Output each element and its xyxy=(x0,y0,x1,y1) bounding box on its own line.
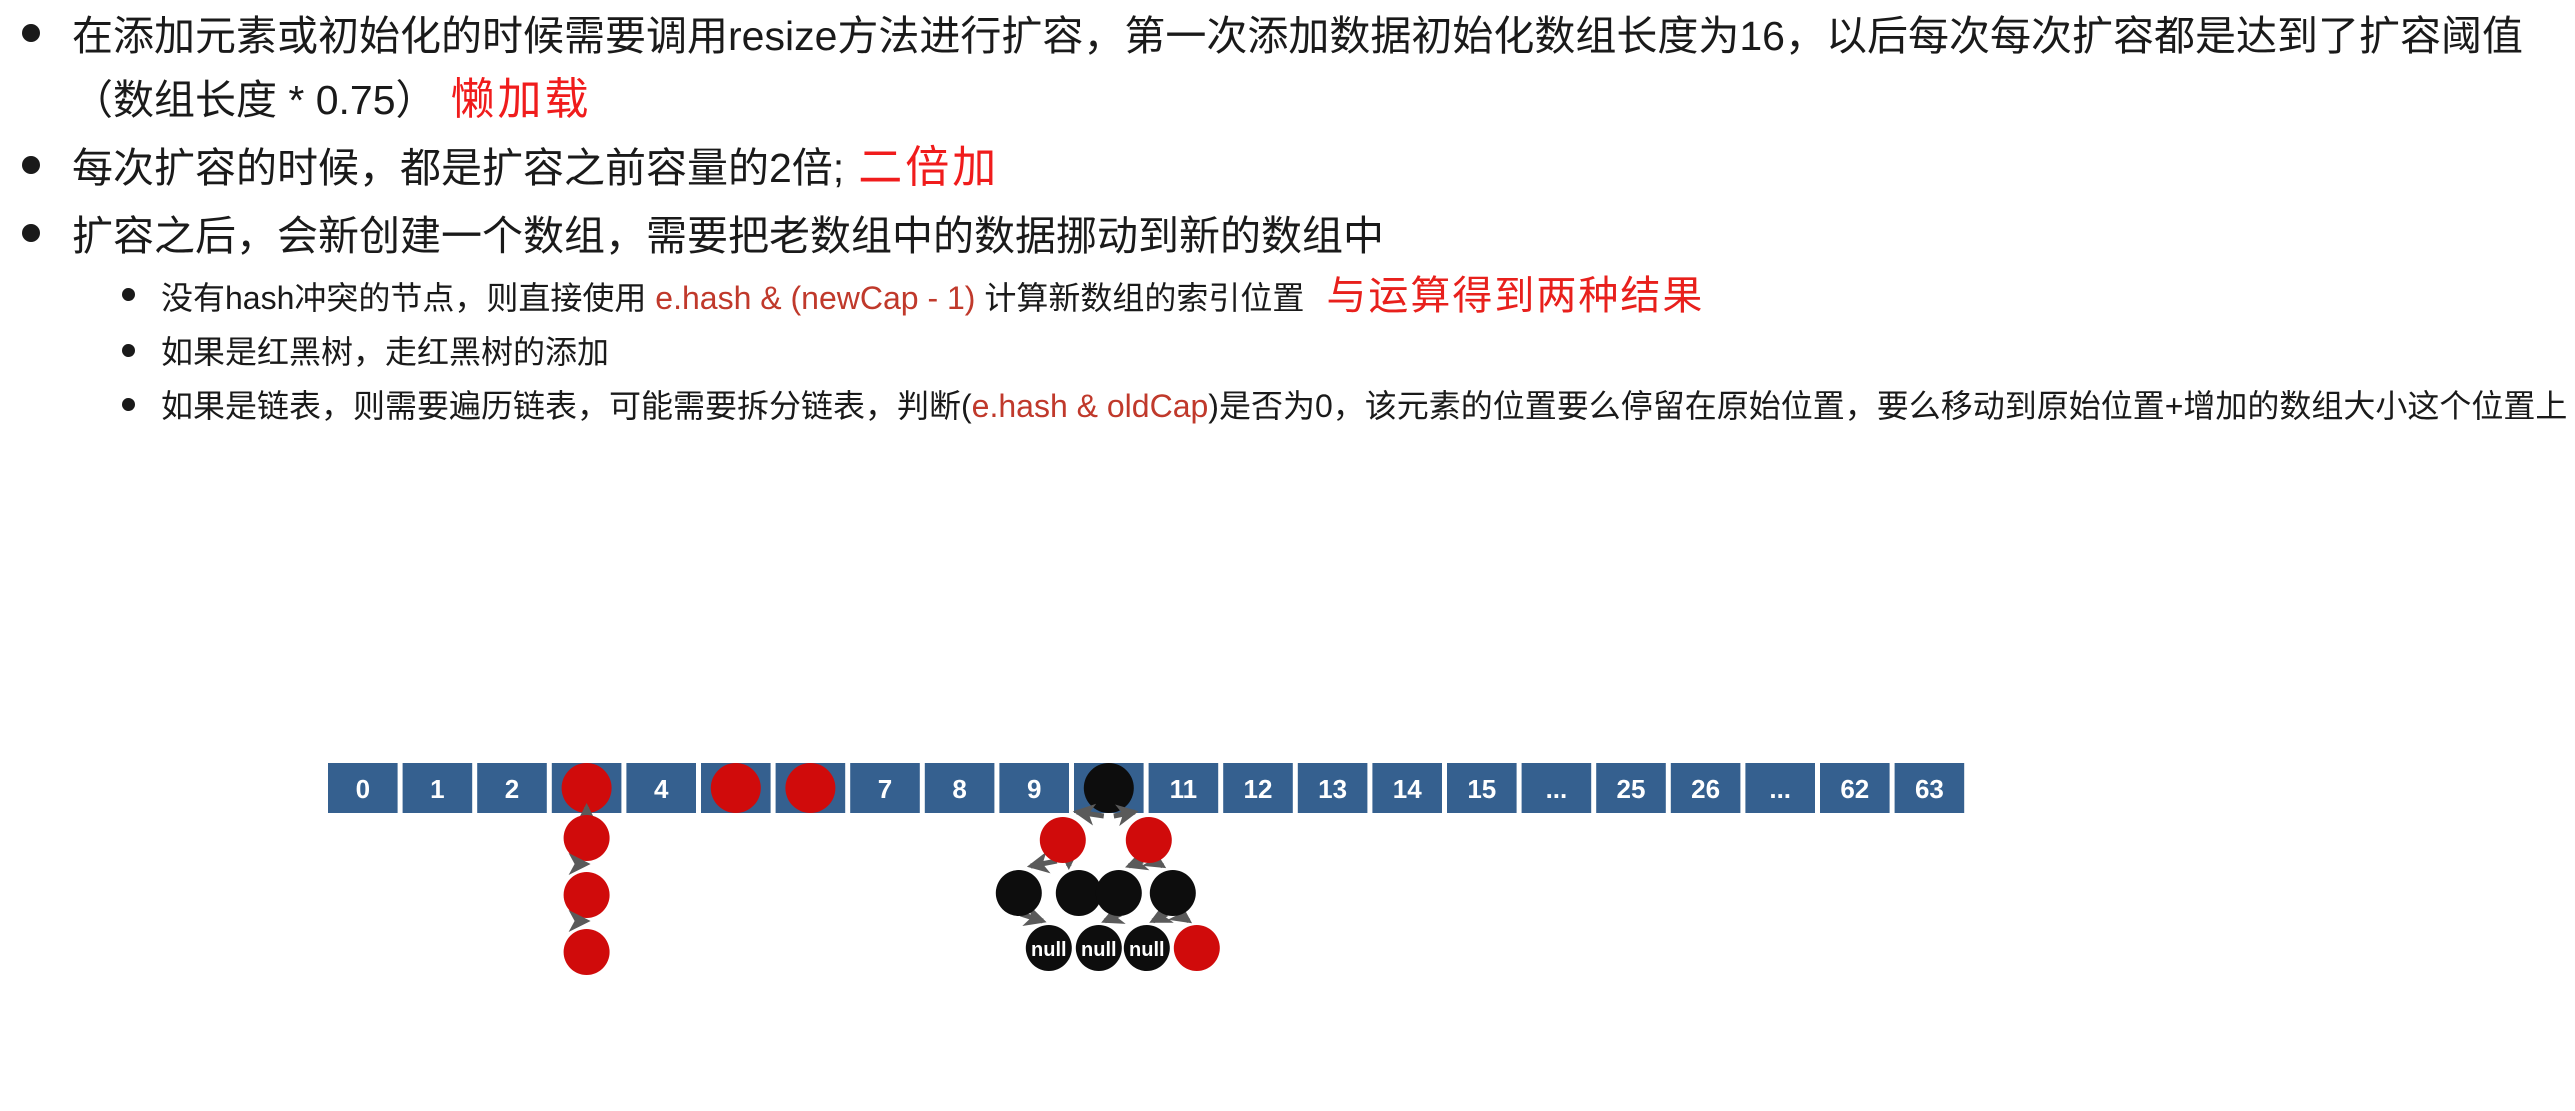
array-cell-label-17: 25 xyxy=(1617,774,1646,804)
array-cell-20[interactable] xyxy=(1818,761,1892,815)
bullet-dot-icon xyxy=(22,156,40,174)
array-cell-label-18: 26 xyxy=(1691,774,1720,804)
array-cell-label-12: 12 xyxy=(1244,774,1273,804)
array-node-6 xyxy=(785,763,836,813)
sub-bullet-1-annotation: 与运算得到两种结果 xyxy=(1326,274,1705,318)
tree-edge-2-3 xyxy=(1167,901,1193,924)
tree-node-2-2 xyxy=(1095,870,1142,916)
array-cell-15[interactable] xyxy=(1445,761,1519,815)
array-cell-label-0: 0 xyxy=(356,774,370,804)
array-node-3 xyxy=(561,763,612,813)
bullet-item-1: 在添加元素或初始化的时候需要调用resize方法进行扩容，第一次添加数据初始化数… xyxy=(0,4,2575,132)
sub-bullet-item-3: 如果是链表，则需要遍历链表，可能需要拆分链表，判断(e.hash & oldCa… xyxy=(0,380,2575,432)
tree-node-1-0 xyxy=(1039,817,1086,863)
sub-bullet-text-3: 如果是链表，则需要遍历链表，可能需要拆分链表，判断(e.hash & oldCa… xyxy=(161,380,2567,432)
array-cell-label-19: ... xyxy=(1769,774,1791,804)
array-cell-21[interactable] xyxy=(1892,761,1967,815)
sub-bullet-3-code: e.hash & oldCap xyxy=(971,388,1209,424)
tree-node-label-3-2: null xyxy=(1129,939,1165,961)
tree-edge-1-2 xyxy=(1125,849,1150,871)
array-cell-13[interactable] xyxy=(1295,761,1370,815)
array-cell-label-8: 8 xyxy=(952,774,966,804)
array-cell-label-13: 13 xyxy=(1318,774,1347,804)
array-cell-16[interactable] xyxy=(1519,761,1594,815)
sub-bullet-item-2: 如果是红黑树，走红黑树的添加 xyxy=(0,326,2575,378)
array-cell-label-15: 15 xyxy=(1467,774,1496,804)
array-cell-label-4: 4 xyxy=(654,774,669,804)
bullet-item-3: 扩容之后，会新创建一个数组，需要把老数组中的数据挪动到新的数组中 xyxy=(0,204,2575,268)
tree-edge-1-0 xyxy=(1026,851,1058,874)
bullet-1-segment-0: 在添加元素或初始化的时候需要调用resize方法进行扩容，第一次添加数据初始化数… xyxy=(72,13,2523,123)
sub-bullet-3-segment-2: )是否为0，该元素的位置要么停留在原始位置，要么移动到原始位置+增加的数组大小这… xyxy=(1208,388,2568,424)
array-cell-11[interactable] xyxy=(1146,761,1221,815)
tree-node-2-1 xyxy=(1055,870,1102,916)
sub-bullet-text-2: 如果是红黑树，走红黑树的添加 xyxy=(161,326,609,378)
array-cell-label-7: 7 xyxy=(878,774,892,804)
bullet-item-2: 每次扩容的时候，都是扩容之前容量的2倍; 二倍加 xyxy=(0,136,2575,200)
array-cell-1[interactable] xyxy=(400,761,475,815)
tree-edge-1-3 xyxy=(1141,847,1167,869)
array-cell-label-14: 14 xyxy=(1393,774,1422,804)
tree-node-2-3 xyxy=(1149,870,1196,916)
array-node-10 xyxy=(1083,763,1134,813)
bullet-text-3: 扩容之后，会新创建一个数组，需要把老数组中的数据挪动到新的数组中 xyxy=(72,204,1384,268)
array-cell-17[interactable] xyxy=(1594,761,1668,815)
tree-edge-2-2 xyxy=(1149,903,1174,924)
array-cell-label-20: 62 xyxy=(1840,774,1869,804)
tree-node-label-3-1: null xyxy=(1081,939,1117,961)
tree-node-label-3-0: null xyxy=(1031,939,1067,961)
tree-edge-0-1 xyxy=(1113,804,1139,827)
tree-node-3-0 xyxy=(1025,925,1072,971)
bullet-3-segment-0: 扩容之后，会新创建一个数组，需要把老数组中的数据挪动到新的数组中 xyxy=(72,213,1384,259)
tree-node-3-1 xyxy=(1075,925,1122,971)
array-cell-0[interactable] xyxy=(326,761,400,815)
array-cell-12[interactable] xyxy=(1221,761,1295,815)
tree-edge-0-0 xyxy=(1072,803,1105,826)
sub-bullet-1-segment-0: 没有hash冲突的节点，则直接使用 xyxy=(161,280,656,316)
array-cell-7[interactable] xyxy=(848,761,922,815)
array-cell-label-9: 9 xyxy=(1027,774,1041,804)
sub-bullet-1-code: e.hash & (newCap - 1) xyxy=(655,280,976,316)
sub-bullet-item-1: 没有hash冲突的节点，则直接使用 e.hash & (newCap - 1) … xyxy=(0,270,2575,324)
bullet-2-annotation: 二倍加 xyxy=(858,143,1000,192)
array-cell-label-2: 2 xyxy=(505,774,519,804)
sub-bullet-text-1: 没有hash冲突的节点，则直接使用 e.hash & (newCap - 1) … xyxy=(161,270,1704,324)
array-cell-9[interactable] xyxy=(997,761,1072,815)
array-cell-label-11: 11 xyxy=(1170,774,1198,804)
bullet-dot-icon xyxy=(22,24,40,42)
tree-node-1-1 xyxy=(1125,817,1172,863)
sub-bullet-1-segment-2: 计算新数组的索引位置 xyxy=(975,280,1305,316)
array-cell-4[interactable] xyxy=(624,761,699,815)
tree-node-3-3 xyxy=(1173,925,1220,971)
tree-node-3-2 xyxy=(1123,925,1170,971)
linked-list-node-0 xyxy=(563,815,610,861)
array-cell-19[interactable] xyxy=(1743,761,1818,815)
array-cell-label-1: 1 xyxy=(430,774,444,804)
bullet-1-annotation: 懒加载 xyxy=(450,75,592,124)
bullet-dot-icon xyxy=(22,224,40,242)
array-cell-8[interactable] xyxy=(922,761,997,815)
array-cell-14[interactable] xyxy=(1370,761,1445,815)
bullet-2-segment-0: 每次扩容的时候，都是扩容之前容量的2倍; xyxy=(72,145,845,191)
bullet-text-1: 在添加元素或初始化的时候需要调用resize方法进行扩容，第一次添加数据初始化数… xyxy=(72,4,2532,132)
array-cell-18[interactable] xyxy=(1668,761,1743,815)
tree-node-2-0 xyxy=(995,870,1042,916)
array-cell-2[interactable] xyxy=(475,761,549,815)
array-cell-label-21: 63 xyxy=(1915,774,1944,804)
sub-bullet-2-segment-0: 如果是红黑树，走红黑树的添加 xyxy=(161,334,610,370)
slide-outline: 在添加元素或初始化的时候需要调用resize方法进行扩容，第一次添加数据初始化数… xyxy=(0,0,2575,432)
linked-list-node-2 xyxy=(563,929,610,975)
array-cell-label-16: ... xyxy=(1546,774,1568,804)
sub-bullet-3-segment-0: 如果是链表，则需要遍历链表，可能需要拆分链表，判断( xyxy=(161,388,972,424)
array-node-5 xyxy=(710,763,761,813)
bullet-dot-icon xyxy=(122,344,135,357)
linked-list-node-1 xyxy=(563,872,610,918)
bullet-dot-icon xyxy=(122,288,135,301)
bullet-dot-icon xyxy=(122,398,135,411)
bullet-text-2: 每次扩容的时候，都是扩容之前容量的2倍; 二倍加 xyxy=(72,136,999,200)
